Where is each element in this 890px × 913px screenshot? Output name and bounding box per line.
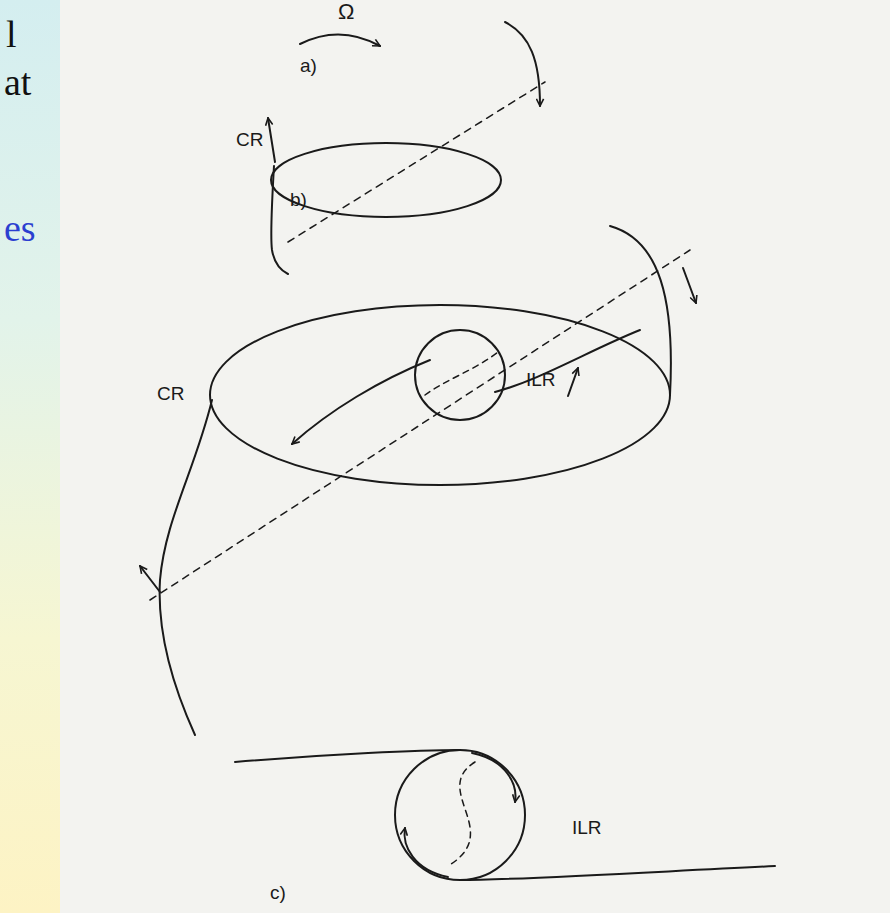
corotation-ring: [210, 305, 670, 485]
spiral-arm: [160, 400, 212, 735]
panel-letter: a): [300, 56, 317, 77]
motion-arrow: [472, 753, 515, 802]
omega-symbol: Ω: [338, 0, 354, 24]
corotation-ring: [271, 143, 501, 217]
spiral-arm: [610, 226, 671, 395]
motion-arrow: [268, 118, 275, 162]
motion-arrow: [568, 368, 578, 396]
panel-letter: c): [270, 883, 286, 904]
inner-arm: [495, 330, 640, 392]
motion-arrow: [140, 566, 160, 592]
resonance-label: ILR: [526, 370, 556, 391]
slide-text: l: [6, 14, 17, 56]
resonance-label: CR: [236, 130, 263, 151]
scanned-page: [60, 0, 890, 913]
spiral-arm: [460, 866, 775, 880]
slide-text: es: [4, 208, 36, 250]
dashed-bar: [448, 762, 475, 866]
inner-lindblad-ring: [415, 330, 505, 420]
spiral-arm: [235, 750, 460, 762]
resonance-label: ILR: [572, 818, 602, 839]
panel-letter: b): [290, 190, 307, 211]
dashed-axis: [150, 250, 690, 600]
rotation-arrow: [300, 34, 380, 46]
slide-text: at: [4, 62, 31, 104]
motion-arrow: [405, 828, 448, 877]
spiral-arm: [271, 166, 288, 274]
inner-lindblad-ring: [395, 750, 525, 880]
dashed-bar: [425, 352, 498, 395]
spiral-arm: [505, 22, 540, 106]
motion-arrow: [683, 268, 696, 303]
dashed-axis: [288, 82, 545, 242]
inner-arm: [292, 360, 430, 444]
resonance-label: CR: [157, 384, 184, 405]
